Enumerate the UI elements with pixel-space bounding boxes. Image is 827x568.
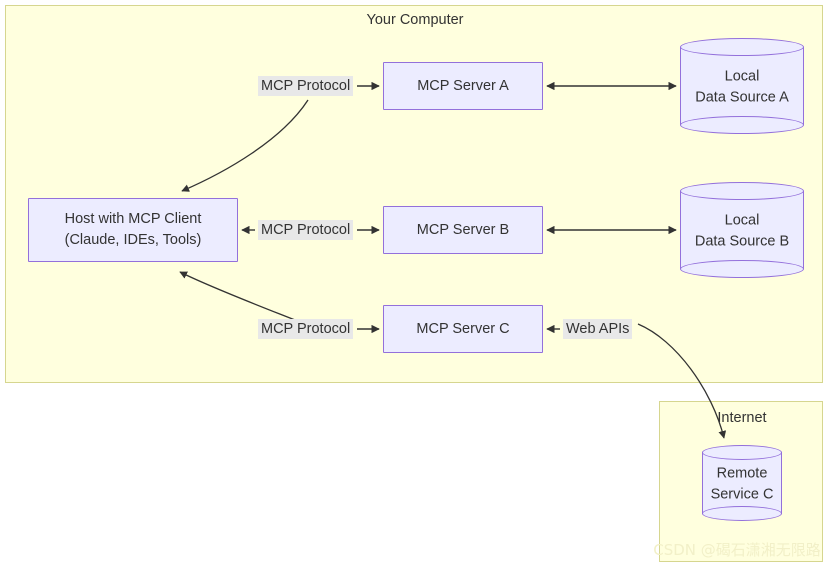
node-local-data-source-b[interactable]: Local Data Source B xyxy=(680,182,804,278)
node-mcp-server-b-label: MCP Server B xyxy=(416,221,510,238)
cylinder-bottom xyxy=(702,506,782,521)
node-local-data-source-a[interactable]: Local Data Source A xyxy=(680,38,804,134)
node-local-data-source-b-label: Local Data Source B xyxy=(680,211,804,253)
watermark: CSDN @碣石潇湘无限路 xyxy=(653,541,821,559)
node-mcp-server-c-label: MCP Server C xyxy=(416,320,510,337)
cyl-b-line1: Local xyxy=(724,212,760,229)
cylinder-body xyxy=(680,47,804,125)
node-host-with-mcp-client[interactable]: Host with MCP Client (Claude, IDEs, Tool… xyxy=(28,198,238,262)
node-mcp-server-c[interactable]: MCP Server C xyxy=(383,305,543,353)
cyl-remote-line1: Remote xyxy=(716,465,768,482)
node-mcp-server-b[interactable]: MCP Server B xyxy=(383,206,543,254)
cylinder-bottom xyxy=(680,116,804,134)
cylinder-top xyxy=(702,445,782,460)
edge-label-mcp-protocol-c: MCP Protocol xyxy=(258,319,354,339)
cyl-a-line1: Local xyxy=(724,68,760,85)
group-internet-title: Internet xyxy=(717,410,767,426)
cylinder-top xyxy=(680,182,804,200)
node-remote-service-c-label: Remote Service C xyxy=(702,464,782,506)
node-mcp-server-a[interactable]: MCP Server A xyxy=(383,62,543,110)
edge-label-mcp-protocol-a: MCP Protocol xyxy=(258,76,354,96)
edge-label-web-apis: Web APIs xyxy=(563,319,633,339)
cylinder-body xyxy=(680,191,804,269)
node-mcp-server-a-label: MCP Server A xyxy=(417,77,509,94)
cylinder-body xyxy=(702,452,782,514)
edge-label-mcp-protocol-b: MCP Protocol xyxy=(258,220,354,240)
cyl-a-line2: Data Source A xyxy=(695,89,789,106)
cylinder-bottom xyxy=(680,260,804,278)
cylinder-top xyxy=(680,38,804,56)
cyl-remote-line2: Service C xyxy=(710,486,774,503)
group-your-computer-title: Your Computer xyxy=(366,12,464,28)
cyl-b-line2: Data Source B xyxy=(694,233,790,250)
node-host-line1: Host with MCP Client xyxy=(64,211,202,227)
node-remote-service-c[interactable]: Remote Service C xyxy=(702,445,782,521)
node-local-data-source-a-label: Local Data Source A xyxy=(680,67,804,109)
node-host-line2: (Claude, IDEs, Tools) xyxy=(64,232,202,248)
